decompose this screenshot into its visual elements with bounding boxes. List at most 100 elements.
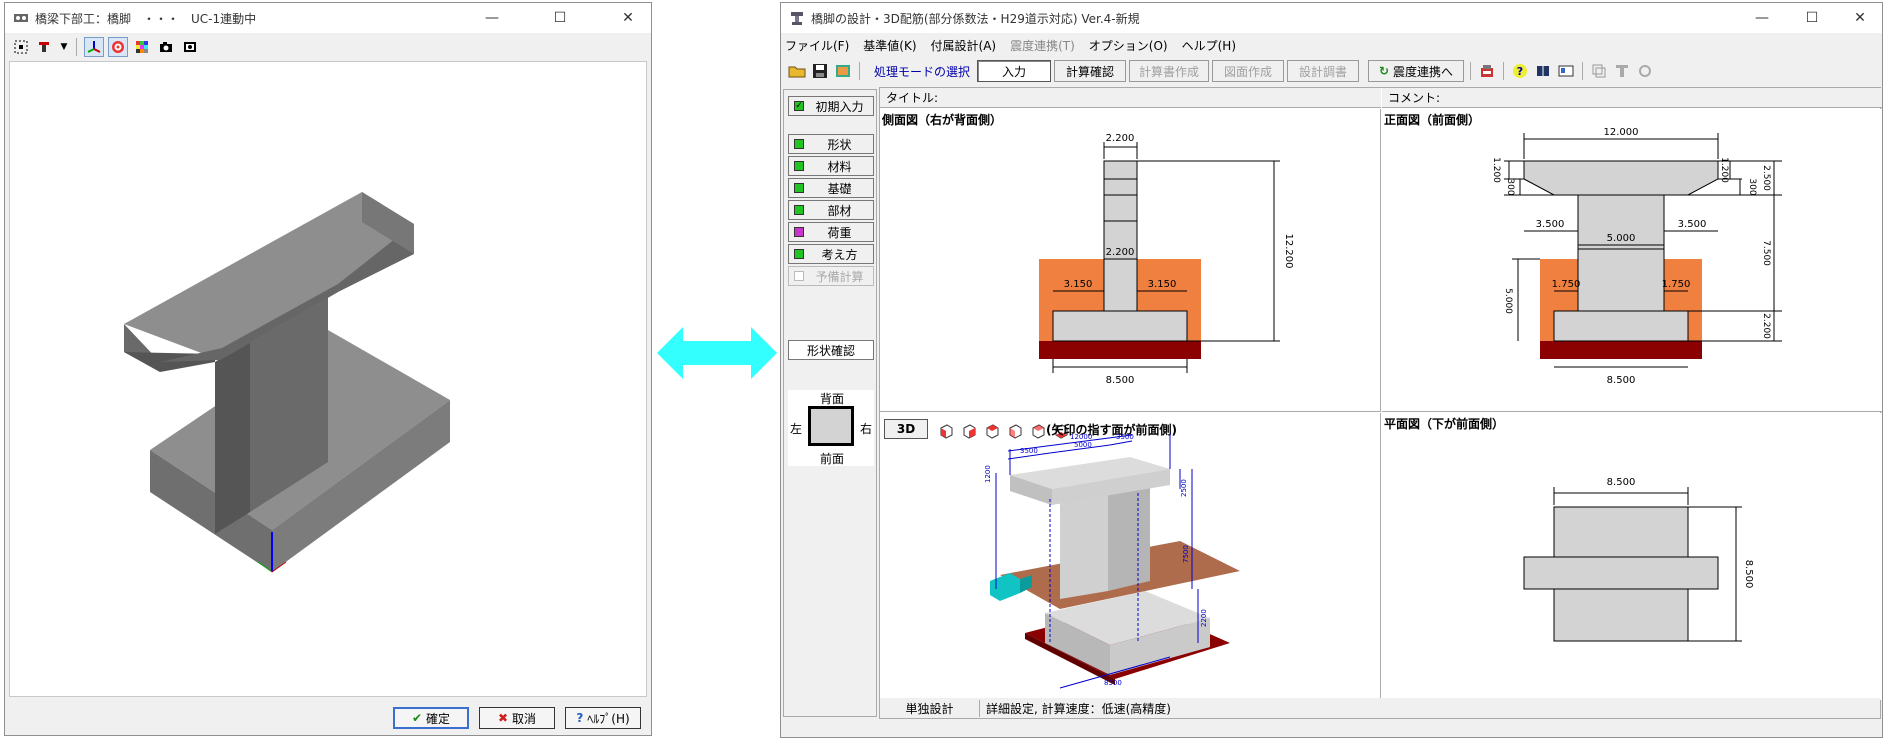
shape-check-button[interactable]: 形状確認	[788, 340, 874, 360]
nav-load[interactable]: 荷重	[788, 222, 874, 242]
side-view-pane: 側面図（右が背面側） 2.200 2.200 3.150 3.150	[880, 109, 1381, 412]
nav-load-label: 荷重	[827, 225, 852, 240]
menu-standard-values[interactable]: 基準値(K)	[863, 38, 917, 53]
view-front-icon[interactable]	[936, 421, 956, 441]
side-view-drawing: 2.200 2.200 3.150 3.150 12.200 8.500	[1039, 133, 1294, 386]
dim-footing-right: 3.150	[1148, 279, 1177, 290]
dim-footing-width: 8.500	[1106, 375, 1135, 386]
front-view-pane: 正面図（前面側） 12.000 3.500 5.000 3.500	[1382, 109, 1882, 412]
open-folder-icon[interactable]	[787, 61, 807, 81]
title-bar: 橋脚の設計・3D配筋(部分係数法・H29道示対応) Ver.4-新規 — ☐ ✕	[781, 3, 1882, 33]
menu-accessory-design[interactable]: 付属設計(A)	[930, 38, 997, 53]
3d-button[interactable]: 3D	[884, 419, 928, 439]
close-icon[interactable]: ✕	[1854, 10, 1866, 26]
orientation-box	[808, 406, 854, 446]
dim-left-height: 5.000	[1503, 288, 1513, 314]
mode-design-record-button[interactable]: 設計調書	[1287, 60, 1360, 82]
3d-caption: (矢印の指す面が前面側)	[1046, 423, 1177, 437]
drawing-area: タイトル: コメント: 側面図（右が背面側） 2.200 2.	[879, 87, 1882, 719]
help-question-icon[interactable]: ?	[1510, 61, 1530, 81]
mode-calc-check-button[interactable]: 計算確認	[1054, 60, 1127, 82]
image-save-icon[interactable]	[180, 37, 200, 57]
nav-shape-label: 形状	[827, 137, 852, 152]
minimize-icon[interactable]: —	[1755, 10, 1769, 26]
minimize-icon[interactable]: —	[485, 10, 499, 26]
x-mark-icon: ✖	[497, 711, 509, 725]
seismic-link-button[interactable]: ↻ 震度連携へ	[1368, 60, 1465, 82]
toolbar-separator	[76, 38, 77, 56]
close-icon[interactable]: ✕	[622, 10, 634, 26]
main-toolbar: 処理モードの選択 入力 計算確認 計算書作成 図面作成 設計調書 ↻ 震度連携へ…	[781, 57, 1882, 85]
dim-column-width: 5.000	[1607, 233, 1636, 244]
view-right-icon[interactable]	[1005, 421, 1025, 441]
nav-approach-label: 考え方	[821, 247, 858, 262]
menu-seismic-link[interactable]: 震度連携(T)	[1010, 38, 1075, 53]
dim-total-top: 2.500	[1761, 165, 1771, 191]
menu-options[interactable]: オプション(O)	[1088, 38, 1168, 53]
nav-preliminary-label: 予備計算	[815, 269, 864, 284]
tool-disabled-icon[interactable]	[1635, 61, 1655, 81]
id-card-icon[interactable]	[1556, 61, 1576, 81]
maximize-icon[interactable]: ☐	[553, 10, 567, 26]
dim-beam-h2: 300	[1505, 178, 1515, 195]
plan-view-pane: 平面図（下が前面側） 8.500 8.500	[1382, 413, 1882, 700]
axis-icon[interactable]	[84, 37, 104, 57]
view-bottom-icon[interactable]	[1051, 421, 1071, 441]
nav-preliminary-calc[interactable]: 予備計算	[788, 266, 874, 286]
shape-check-label: 形状確認	[806, 343, 855, 358]
toolbar-separator	[1470, 62, 1472, 80]
nav-material[interactable]: 材料	[788, 156, 874, 176]
status-square-icon	[794, 271, 804, 281]
status-bar: 単独設計 詳細設定, 計算速度：低速(高精度)	[880, 698, 1880, 718]
confirm-button[interactable]: ✔ 確定	[393, 707, 469, 729]
camera-icon[interactable]	[156, 37, 176, 57]
cancel-label: 取消	[512, 711, 537, 726]
mode-input-button[interactable]: 入力	[977, 60, 1052, 82]
view-top-icon[interactable]	[1028, 421, 1048, 441]
3d-viewport[interactable]	[9, 61, 647, 697]
front-view-drawing: 12.000 3.500 5.000 3.500 1.750 1.750 8.5…	[1491, 127, 1782, 386]
title-bar: 橋梁下部工：橋脚 ・・・ UC-1連動中 — ☐ ✕	[5, 3, 651, 33]
save-icon[interactable]	[810, 61, 830, 81]
palette-icon[interactable]	[132, 37, 152, 57]
pier-3d-window: 橋梁下部工：橋脚 ・・・ UC-1連動中 — ☐ ✕ ▼	[4, 2, 652, 736]
window-title: 橋梁下部工：橋脚 ・・・ UC-1連動中	[35, 11, 257, 26]
comment-label: コメント:	[1388, 91, 1441, 105]
menu-file[interactable]: ファイル(F)	[785, 38, 850, 53]
title-field[interactable]: タイトル:	[880, 88, 1381, 108]
3d-model-view[interactable]: 12000 3500 5000 3500 1200 2500 7500 2200…	[880, 413, 1381, 700]
dim3d-1200: 1200	[984, 465, 992, 483]
plan-dim-width: 8.500	[1607, 477, 1636, 488]
nav-initial-label: 初期入力	[815, 99, 864, 114]
orientation-indicator: 背面 左 右 前面	[788, 390, 874, 466]
input-nav-panel: ✓ 初期入力 形状 材料 基礎 部材 荷重 考え方 予備計算	[783, 89, 877, 717]
nav-initial-input[interactable]: ✓ 初期入力	[788, 96, 874, 116]
copy-disabled-icon[interactable]	[1589, 61, 1609, 81]
toolbar-separator	[1582, 62, 1584, 80]
chevron-down-icon[interactable]: ▼	[60, 42, 68, 52]
check-icon: ✔	[411, 711, 423, 725]
help-button[interactable]: ? ﾍﾙﾌﾟ(H)	[565, 707, 641, 729]
dim-foot-right: 1.750	[1662, 279, 1691, 290]
cancel-button[interactable]: ✖ 取消	[479, 707, 555, 729]
pier-design-window: 橋脚の設計・3D配筋(部分係数法・H29道示対応) Ver.4-新規 — ☐ ✕…	[780, 2, 1883, 738]
view-left-icon[interactable]	[982, 421, 1002, 441]
nav-approach[interactable]: 考え方	[788, 244, 874, 264]
fit-view-icon[interactable]	[11, 37, 31, 57]
target-icon[interactable]	[108, 37, 128, 57]
manual-book-icon[interactable]	[1533, 61, 1553, 81]
maximize-icon[interactable]: ☐	[1805, 10, 1819, 26]
mode-drawing-button[interactable]: 図面作成	[1212, 60, 1285, 82]
image-icon[interactable]	[833, 61, 853, 81]
status-square-icon	[794, 139, 804, 149]
nav-foundation[interactable]: 基礎	[788, 178, 874, 198]
comment-field[interactable]: コメント:	[1382, 88, 1882, 108]
view-back-icon[interactable]	[959, 421, 979, 441]
pier-display-icon[interactable]	[35, 37, 55, 57]
mode-report-button[interactable]: 計算書作成	[1129, 60, 1210, 82]
nav-member[interactable]: 部材	[788, 200, 874, 220]
menu-help[interactable]: ヘルプ(H)	[1181, 38, 1236, 53]
pier-disabled-icon[interactable]	[1612, 61, 1632, 81]
calculator-icon[interactable]	[1477, 61, 1497, 81]
nav-shape[interactable]: 形状	[788, 134, 874, 154]
